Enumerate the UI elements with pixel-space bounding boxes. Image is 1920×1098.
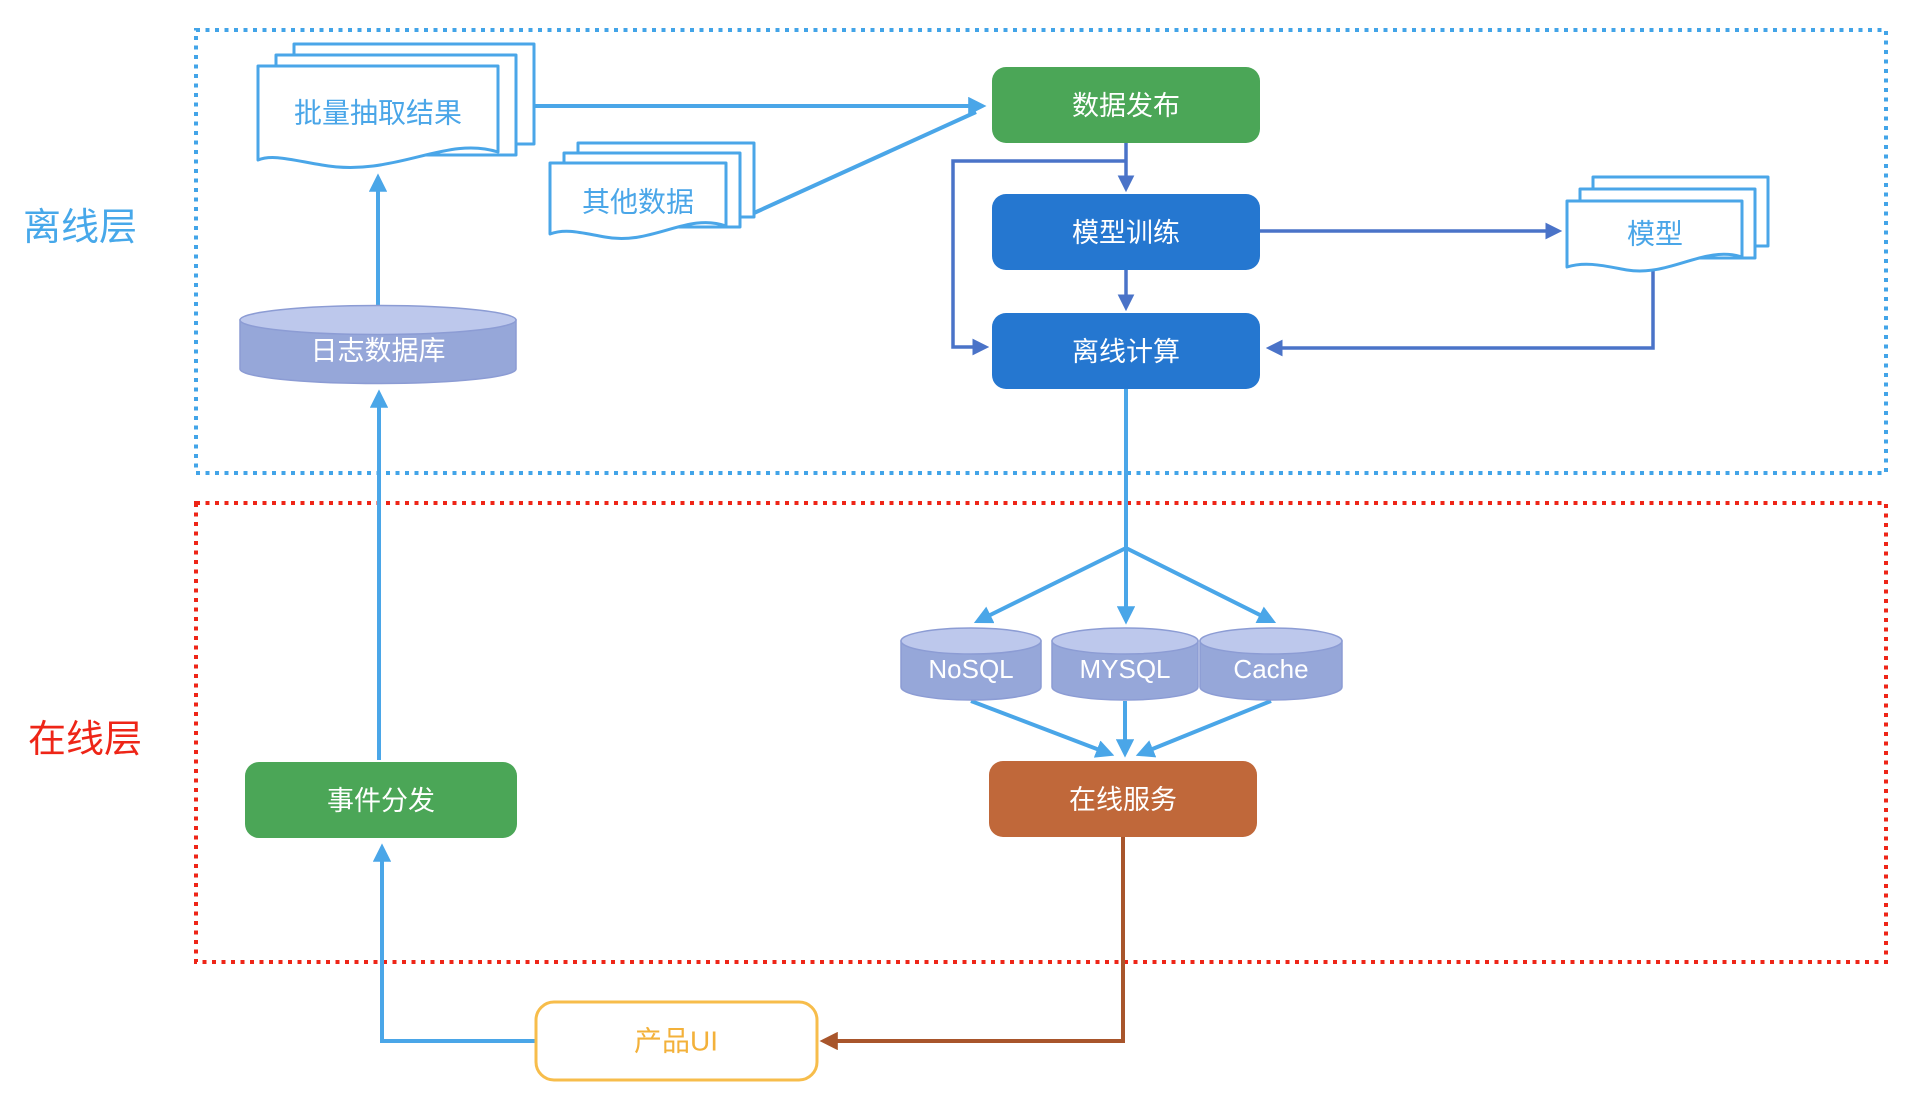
node-product-ui: 产品UI <box>534 1000 819 1082</box>
offline-compute-label: 离线计算 <box>1072 337 1180 367</box>
edge-offlinecompute-to-nosql <box>973 546 1127 624</box>
process-box <box>992 313 1260 389</box>
offline-layer-boundary <box>194 28 1888 475</box>
edge-productui-to-eventdispatch <box>372 843 536 1043</box>
cylinder-top <box>239 304 517 336</box>
cylinder-top <box>1199 627 1343 655</box>
process-box <box>245 762 517 838</box>
model-label: 模型 <box>1627 219 1683 250</box>
node-event-dispatch: 事件分发 <box>245 762 517 838</box>
edge-datapublish-to-offlinecompute <box>951 159 1126 356</box>
cylinder-body <box>1199 640 1343 701</box>
cylinder-body <box>900 640 1042 701</box>
process-box <box>992 194 1260 270</box>
model-training-label: 模型训练 <box>1072 218 1180 248</box>
node-cache: Cache <box>1199 627 1343 701</box>
product-ui-label: 产品UI <box>634 1026 718 1057</box>
cylinder-body <box>1051 640 1199 701</box>
process-box <box>989 761 1257 837</box>
document-front-sheet <box>548 161 728 240</box>
nosql-label: NoSQL <box>928 654 1013 684</box>
mysql-label: MYSQL <box>1079 654 1170 684</box>
data-publish-label: 数据发布 <box>1072 91 1180 121</box>
rounded-outline-box <box>534 1000 819 1082</box>
document-front-sheet <box>256 64 500 169</box>
node-batch-extract-results: 批量抽取结果 <box>256 42 536 169</box>
log-database-label: 日志数据库 <box>311 336 446 366</box>
edge-offlinecompute-to-cache <box>1125 546 1277 624</box>
process-box <box>992 67 1260 143</box>
node-offline-compute: 离线计算 <box>992 313 1260 389</box>
cylinder-top <box>1051 627 1199 655</box>
node-data-publish: 数据发布 <box>992 67 1260 143</box>
cylinder-top <box>900 627 1042 655</box>
document-front-sheet <box>1565 199 1744 273</box>
node-model: 模型 <box>1565 175 1770 273</box>
online-layer-boundary <box>194 501 1888 964</box>
event-dispatch-label: 事件分发 <box>327 786 435 816</box>
edge-cache-to-onlineservice <box>1135 699 1272 758</box>
cache-label: Cache <box>1233 654 1308 684</box>
online-layer-label: 在线层 <box>28 719 142 761</box>
node-model-training: 模型训练 <box>992 194 1260 270</box>
online-service-label: 在线服务 <box>1069 785 1177 815</box>
node-nosql: NoSQL <box>900 627 1042 701</box>
edge-nosql-to-onlineservice <box>970 699 1115 758</box>
edge-model-to-offlinecompute <box>1265 268 1655 357</box>
edge-otherdata-to-datapublish <box>753 110 977 215</box>
edge-onlineservice-to-productui <box>819 837 1125 1051</box>
node-mysql: MYSQL <box>1051 627 1199 701</box>
node-online-service: 在线服务 <box>989 761 1257 837</box>
node-other-data: 其他数据 <box>548 141 756 240</box>
cylinder-body <box>239 319 517 385</box>
node-log-database: 日志数据库 <box>239 304 517 385</box>
offline-layer-label: 离线层 <box>23 207 137 249</box>
batch-extract-results-label: 批量抽取结果 <box>294 98 462 129</box>
other-data-label: 其他数据 <box>582 187 694 218</box>
